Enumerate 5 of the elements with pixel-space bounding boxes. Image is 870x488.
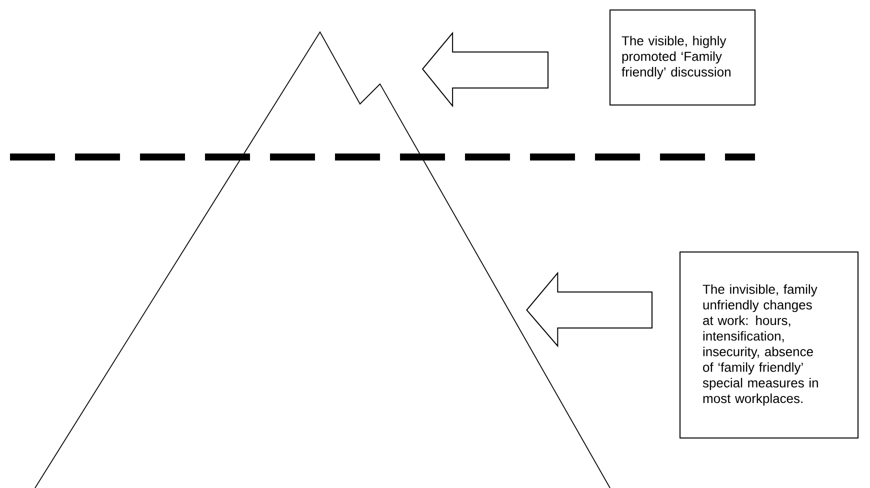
block-arrow [526,272,652,348]
text-box: The visible, highly promoted ‘Family friendly’ discussion [610,10,756,106]
block-arrow [422,32,548,108]
iceberg-drawing [34,31,610,488]
text-box: The invisible, family unfriendly changes at work: hours, intensification, insecurity, absence of ‘family friendly’ special measures in most workplaces. [680,252,858,438]
